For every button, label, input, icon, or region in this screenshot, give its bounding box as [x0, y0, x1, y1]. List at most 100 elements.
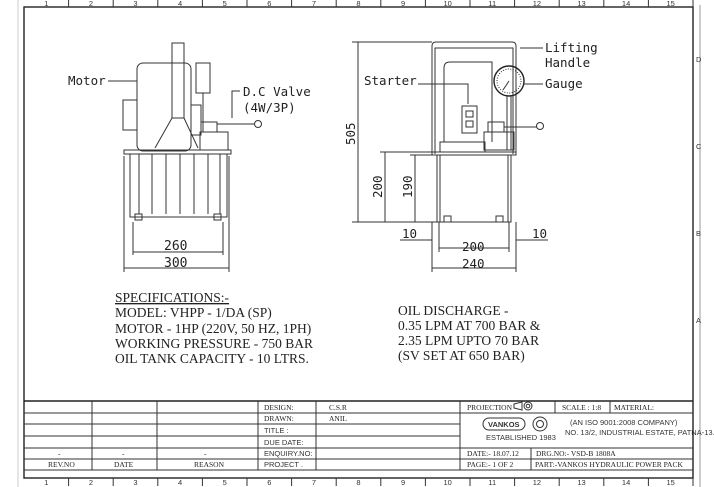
spec-tank: OIL TANK CAPACITY - 10 LTRS.: [115, 351, 309, 366]
row-letter: D: [696, 55, 702, 64]
column-number: 11: [488, 0, 496, 8]
column-number: 5: [223, 0, 227, 8]
title-block-text: REV.NO DATE REASON - - - DESIGN: C.S.R D…: [48, 403, 714, 469]
title-label: TITLE :: [264, 426, 289, 435]
project-label: PROJECT .: [264, 460, 303, 469]
column-number: 3: [133, 0, 137, 8]
drawing-number: DRG.NO:- VSD-B 1808A: [536, 449, 616, 458]
title-block: [24, 400, 693, 471]
column-number: 7: [312, 478, 316, 487]
reason-dash: -: [204, 449, 207, 458]
row-letters: D C B A: [696, 55, 702, 325]
column-number: 8: [356, 478, 360, 487]
dim-200-width: 200: [462, 239, 485, 254]
discharge-3: 2.35 LPM UPTO 70 BAR: [398, 333, 539, 348]
rev-dash: -: [58, 449, 61, 458]
lifting-handle: [431, 41, 517, 154]
column-number: 7: [312, 0, 316, 8]
projection-symbol-icon: [513, 401, 533, 411]
motor-side: [443, 61, 493, 142]
row-letter: A: [696, 316, 701, 325]
column-number: 5: [223, 478, 227, 487]
front-view: [108, 42, 262, 272]
column-number: 13: [577, 0, 585, 8]
starter-box: [461, 105, 478, 134]
company-name: VANKOS: [488, 420, 520, 429]
column-ticks: 1122334455667788991010111112121313141415…: [44, 0, 694, 487]
scale-label: SCALE : 1:8: [562, 403, 601, 412]
discharge-2: 0.35 LPM AT 700 BAR &: [398, 318, 541, 333]
discharge-4: (SV SET AT 650 BAR): [398, 348, 525, 363]
column-number: 10: [444, 0, 452, 8]
dc-valve-box: [195, 62, 211, 94]
column-number: 14: [622, 478, 630, 487]
row-letter: B: [696, 229, 701, 238]
spec-pressure: WORKING PRESSURE - 750 BAR: [115, 336, 313, 351]
column-number: 14: [622, 0, 630, 8]
material-label: MATERIAL:: [614, 403, 654, 412]
drawing-date: DATE:- 18.07.12: [467, 449, 519, 458]
spec-motor: MOTOR - 1HP (220V, 50 HZ, 1PH): [115, 321, 311, 336]
column-number: 4: [178, 0, 182, 8]
tank: [129, 153, 228, 218]
due-date-label: DUE DATE:: [264, 438, 303, 447]
discharge-1: OIL DISCHARGE -: [398, 303, 509, 318]
established-text: ESTABLISHED 1983: [486, 433, 556, 442]
dim-10-left: 10: [402, 226, 417, 241]
column-number: 6: [267, 478, 271, 487]
part-name: PART:-VANKOS HYDRAULIC POWER PACK: [535, 460, 683, 469]
column-number: 2: [89, 0, 93, 8]
projection-label: PROJECTION: [467, 403, 513, 412]
drawn-value: ANIL: [329, 414, 347, 423]
spec-model: MODEL: VHPP - 1/DA (SP): [115, 305, 272, 320]
label-dc-valve: D.C Valve: [243, 84, 311, 99]
spec-heading: SPECIFICATIONS:-: [115, 290, 230, 305]
column-number: 13: [577, 478, 585, 487]
column-number: 11: [488, 478, 496, 487]
enquiry-label: ENQUIRY.NO:: [264, 449, 313, 458]
label-dc-valve-type: (4W/3P): [243, 100, 296, 115]
column-number: 2: [89, 478, 93, 487]
vankos-logo: [482, 417, 526, 431]
dim-300: 300: [164, 256, 187, 271]
dim-505: 505: [343, 122, 358, 145]
column-number: 3: [133, 478, 137, 487]
column-number: 15: [667, 478, 675, 487]
date-header: DATE: [114, 460, 134, 469]
tank-side: [436, 154, 512, 223]
side-view: [352, 41, 548, 272]
column-number: 4: [178, 478, 182, 487]
lift-column: [171, 42, 185, 119]
dim-10-right: 10: [532, 226, 547, 241]
iso-text: (AN ISO 9001:2008 COMPANY): [570, 418, 678, 427]
column-number: 10: [444, 478, 452, 487]
column-number: 1: [44, 478, 48, 487]
label-gauge: Gauge: [545, 76, 583, 91]
column-number: 9: [401, 0, 405, 8]
column-number: 15: [667, 0, 675, 8]
dim-240: 240: [462, 256, 485, 271]
column-number: 1: [44, 0, 48, 8]
column-number: 12: [533, 0, 541, 8]
rev-no-header: REV.NO: [48, 460, 75, 469]
dim-200-height: 200: [370, 175, 385, 198]
label-handle: Handle: [545, 55, 590, 70]
drawing-border: [23, 6, 694, 479]
label-lifting: Lifting: [545, 40, 598, 55]
design-label: DESIGN:: [264, 403, 294, 412]
specifications: SPECIFICATIONS:- MODEL: VHPP - 1/DA (SP)…: [115, 290, 541, 366]
row-letter: C: [696, 142, 702, 151]
label-starter: Starter: [364, 73, 417, 88]
date-dash: -: [122, 449, 125, 458]
iso-mark-icon: [532, 416, 548, 432]
address-text: NO. 13/2, INDUSTRIAL ESTATE, PATNA-13.: [565, 428, 714, 437]
column-number: 12: [533, 478, 541, 487]
design-value: C.S.R: [329, 403, 347, 412]
motor-body: [136, 62, 192, 152]
column-number: 6: [267, 0, 271, 8]
page-number: PAGE:- 1 OF 2: [467, 460, 513, 469]
column-number: 9: [401, 478, 405, 487]
reason-header: REASON: [194, 460, 225, 469]
pressure-gauge: [493, 65, 525, 97]
dim-190: 190: [400, 175, 415, 198]
